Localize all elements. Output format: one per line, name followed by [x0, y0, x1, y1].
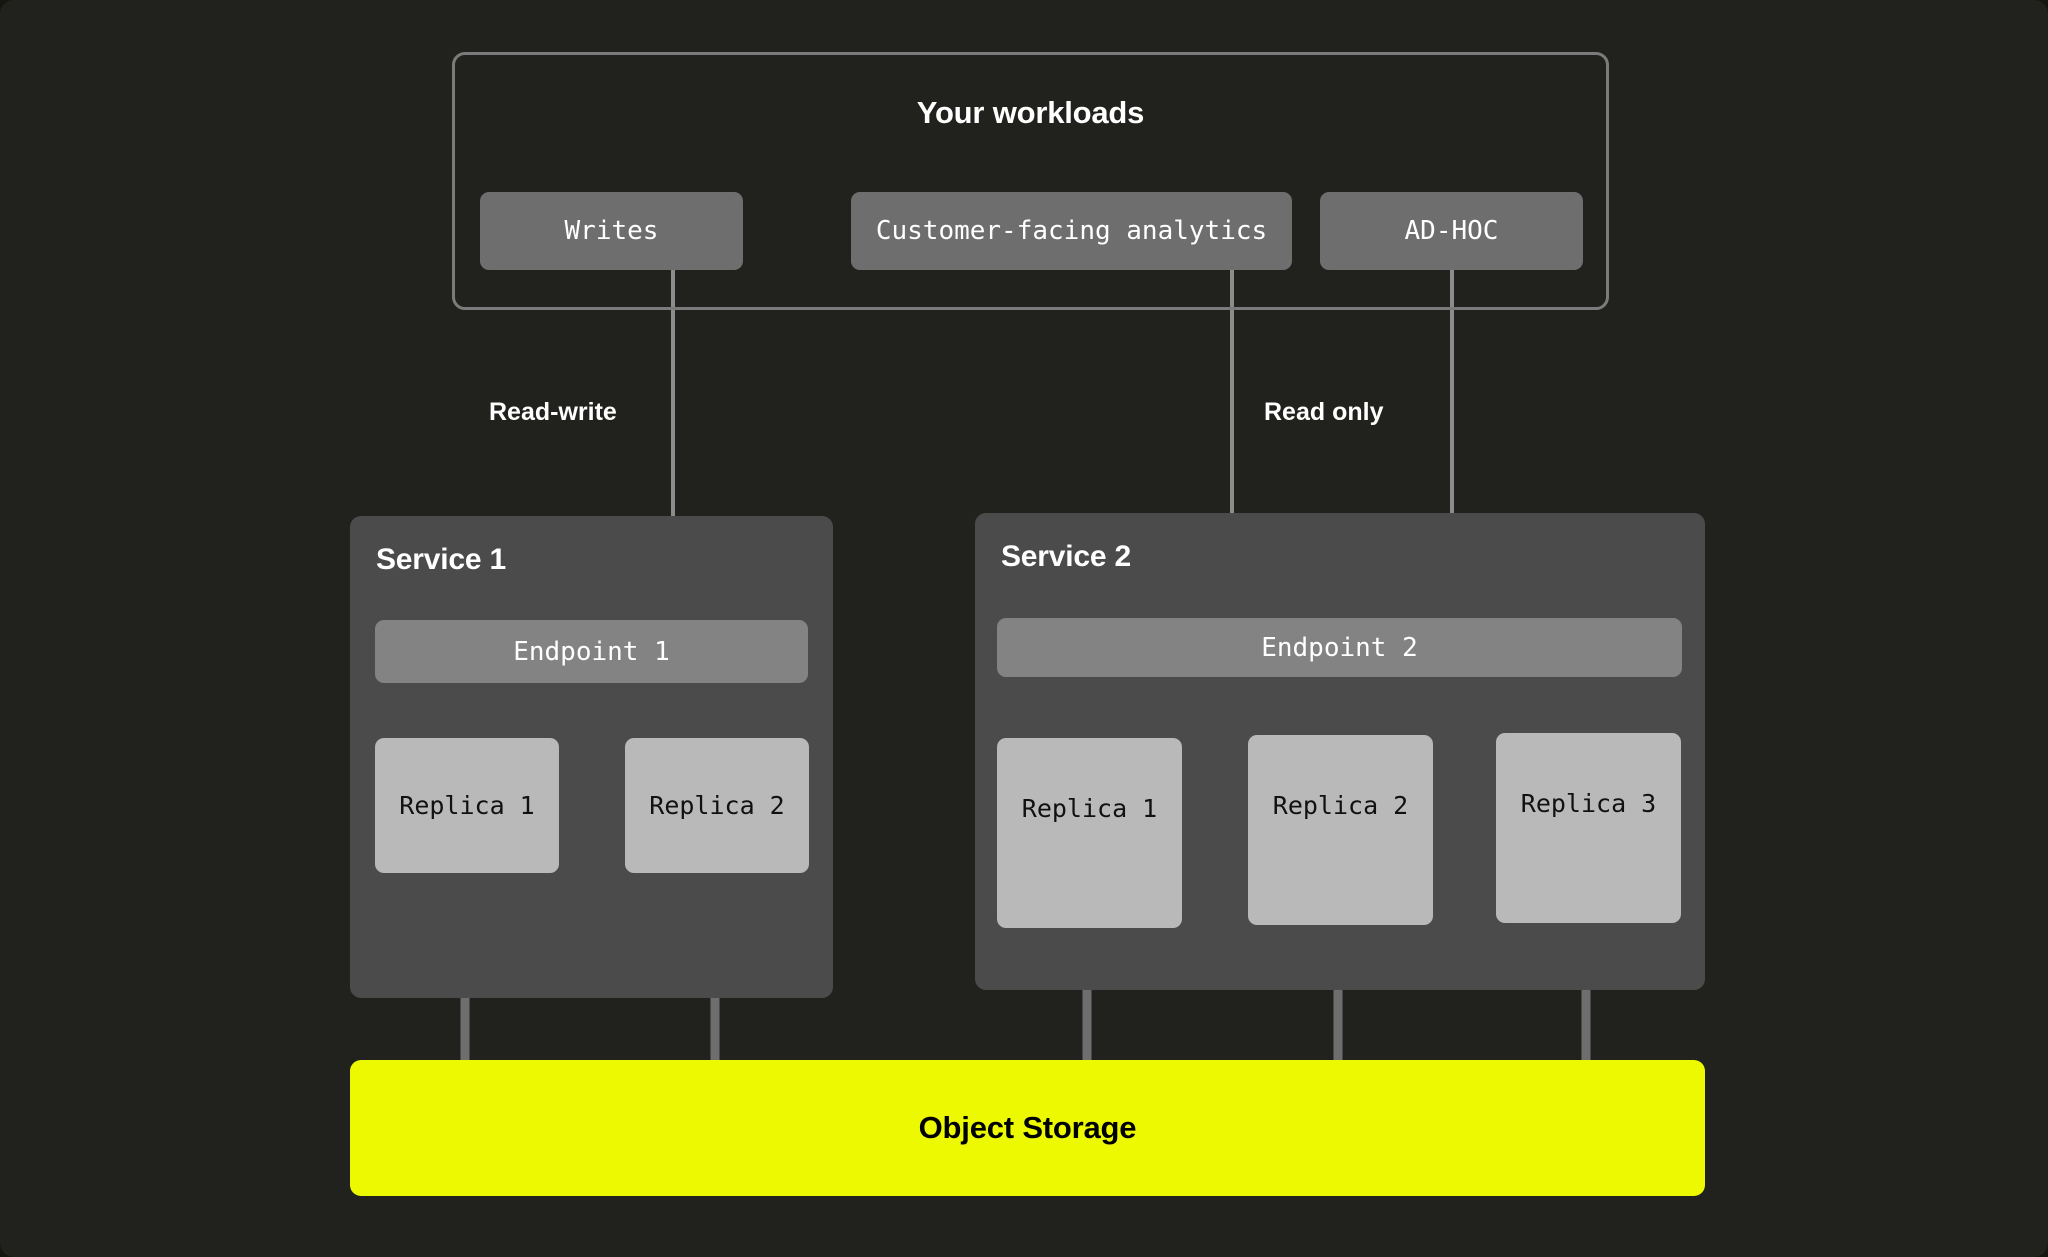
workloads-title: Your workloads: [916, 95, 1145, 130]
service-2-replica-1-label: Replica 1: [1021, 794, 1158, 823]
object-storage-label: Object Storage: [918, 1110, 1137, 1145]
workload-writes-label: Writes: [564, 216, 659, 246]
workload-ad-hoc[interactable]: AD-HOC: [1320, 192, 1583, 270]
endpoint-2-label: Endpoint 2: [1261, 632, 1418, 663]
endpoint-2[interactable]: Endpoint 2: [997, 618, 1682, 677]
workload-writes[interactable]: Writes: [480, 192, 743, 270]
endpoint-1-label: Endpoint 1: [513, 636, 670, 667]
endpoint-1[interactable]: Endpoint 1: [375, 620, 808, 683]
service-1-replica-2[interactable]: Replica 2: [625, 738, 809, 873]
flow-label-read-write: Read-write: [489, 398, 617, 426]
service-1-title: Service 1: [376, 543, 506, 576]
workload-customer-facing-analytics[interactable]: Customer-facing analytics: [851, 192, 1292, 270]
workload-adhoc-label: AD-HOC: [1404, 216, 1499, 246]
service-1-replica-1[interactable]: Replica 1: [375, 738, 559, 873]
service-2-title: Service 2: [1001, 540, 1131, 573]
service-2-replica-3[interactable]: Replica 3: [1496, 733, 1681, 923]
service-2-replica-1[interactable]: Replica 1: [997, 738, 1182, 928]
service-2-replica-2[interactable]: Replica 2: [1248, 735, 1433, 925]
workload-analytics-label: Customer-facing analytics: [875, 216, 1268, 246]
service-2-replica-2-label: Replica 2: [1272, 791, 1409, 820]
workloads-container: Your workloads: [452, 52, 1609, 310]
service-2-replica-3-label: Replica 3: [1520, 789, 1657, 818]
object-storage-bar[interactable]: Object Storage: [350, 1060, 1705, 1196]
flow-label-read-only: Read only: [1264, 398, 1384, 426]
service-1-replica-1-label: Replica 1: [399, 791, 535, 820]
service-1-replica-2-label: Replica 2: [649, 791, 785, 820]
